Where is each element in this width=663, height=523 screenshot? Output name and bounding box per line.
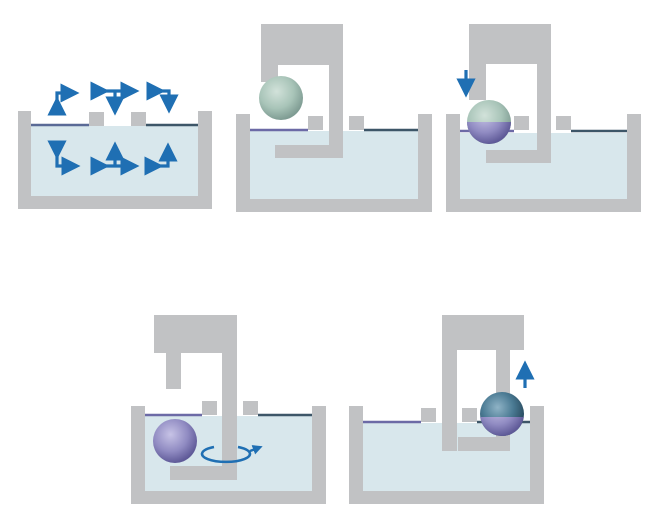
panel-4 [131, 315, 326, 504]
panel-3 [446, 24, 641, 212]
direction-arrow-icons [47, 81, 179, 176]
barrier-right [349, 116, 364, 130]
dipper-arm [261, 24, 343, 158]
sphere-violet [153, 419, 197, 463]
trough-frame [349, 406, 544, 504]
sphere-coating-bottom [467, 122, 511, 144]
barrier-left [308, 116, 323, 130]
barrier-right [243, 401, 258, 415]
rotate-arrow-icon [200, 445, 263, 464]
dipper-arm [154, 315, 237, 480]
barrier-right [131, 112, 146, 126]
barrier-left [202, 401, 217, 415]
panel-1 [18, 81, 212, 209]
trough-frame [446, 114, 641, 212]
barrier-left [514, 116, 529, 130]
barrier-left [421, 408, 436, 422]
trough-frame [18, 111, 212, 209]
sphere-teal [259, 76, 303, 120]
panel-5 [349, 315, 544, 504]
panel-2 [236, 24, 432, 212]
dipper-arm [469, 24, 551, 163]
sphere-coating-bottom [480, 417, 524, 436]
barrier-right [462, 408, 477, 422]
barrier-left [89, 112, 104, 126]
trough-frame [131, 406, 326, 504]
barrier-right [556, 116, 571, 130]
trough-frame [236, 114, 432, 212]
